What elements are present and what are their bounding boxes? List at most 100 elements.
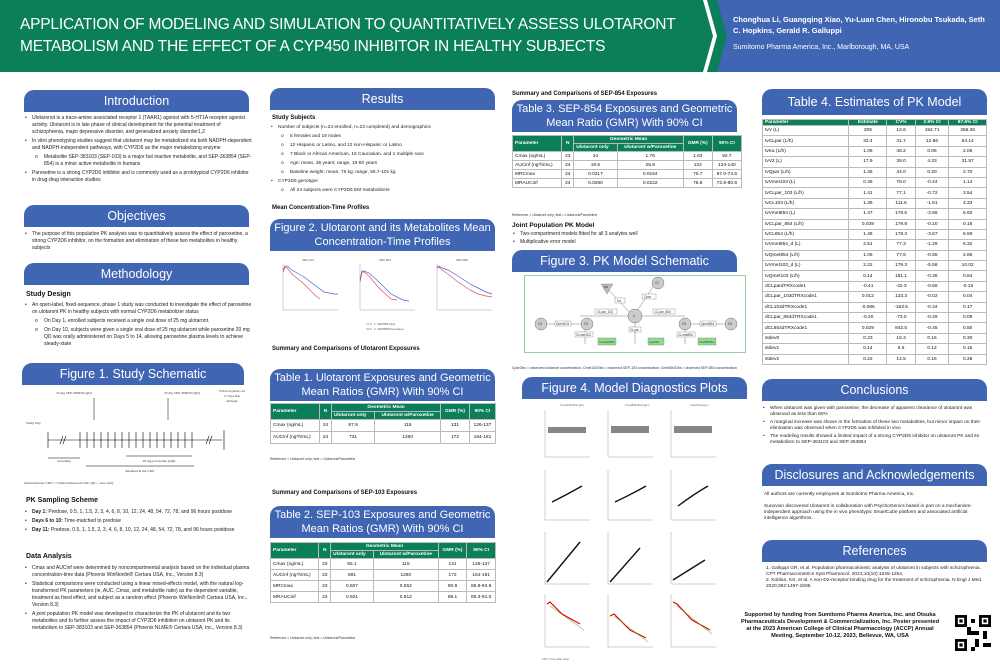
table-cell: 31.57 <box>948 156 987 168</box>
svg-text:1. SEP856 Only: 1. SEP856 Only <box>374 322 396 326</box>
study-subjects-heading: Study Subjects <box>272 115 316 121</box>
table-cell: 0.04 <box>948 291 987 303</box>
table-cell: 0.029 <box>848 322 888 334</box>
table-cell: stdev1 <box>761 343 850 355</box>
table-cell: 6.32 <box>948 239 987 251</box>
joint-model-heading: Joint Population PK Model <box>512 222 595 229</box>
svg-text:Resident in the CRU: Resident in the CRU <box>125 469 155 473</box>
table-cell: 1.06 <box>848 145 888 158</box>
table-cell: stdev0 <box>761 332 850 345</box>
intro-bullet: In vitro phenotyping studies suggest tha… <box>24 138 252 152</box>
svg-text:Screening: Screening <box>57 459 71 463</box>
table-cell: 206 <box>848 124 888 137</box>
svg-text:CLpar: CLpar <box>630 328 640 332</box>
study-subjects-body: Number of subjects (n=24 enrolled, n=23 … <box>270 124 500 196</box>
table-cell: 1.41 <box>848 187 888 199</box>
svg-text:Aa: Aa <box>604 285 608 289</box>
svg-text:C5: C5 <box>682 322 686 326</box>
table-cell: 0.14 <box>848 270 888 282</box>
table-cell: 181.1 <box>886 270 916 282</box>
table-cell: 6.62 <box>948 208 987 220</box>
table-cell: 2.22 <box>848 260 888 272</box>
disclosures-heading: Disclosures and Acknowledgements <box>762 464 987 486</box>
table-cell: dCLpar_103dTRXcode1 <box>761 291 850 303</box>
disclosure-text: All authors are currently employees at S… <box>764 492 915 497</box>
model-bullet: Multiplicative error model <box>512 239 742 245</box>
references-heading: References <box>762 540 987 562</box>
sampling-item: Day 1: Predose, 0.5, 1, 1.5, 2, 3, 4, 6,… <box>24 509 252 516</box>
svg-text:CLmet103: CLmet103 <box>576 333 591 337</box>
table-cell: -0.10 <box>914 218 950 230</box>
table-cell: -0.085 <box>848 301 888 314</box>
qr-code[interactable] <box>955 615 991 651</box>
results-heading: Results <box>270 88 495 110</box>
table-cell: -0.49 <box>914 312 950 324</box>
author-list: Chonghua Li, Guangqing Xiao, Yu-Luan Che… <box>733 15 985 35</box>
intro-bullet: Ulotaronot is a trace-amine associated r… <box>24 115 252 136</box>
table-cell: tvQmet854 (L/h) <box>761 249 850 262</box>
table-cell: tvCLpar_854 (L/h) <box>761 218 850 230</box>
table-cell: -1.61 <box>914 197 950 210</box>
subject-bullet: CYP2D6 genotype <box>270 178 500 185</box>
figure3-caption: CparObs = observed ulotaront concentrati… <box>512 366 737 370</box>
model-diagnostics-figure: Cmet103Obs(ng/L) Cmet854Obs(ng/L) CparOb… <box>540 402 730 662</box>
objectives-heading: Objectives <box>24 205 249 227</box>
table-cell: -0.66 <box>914 280 950 293</box>
table-cell: 4.33 <box>948 197 987 210</box>
svg-text:CparObs: CparObs <box>649 340 660 344</box>
table-cell: 17.9 <box>848 156 888 168</box>
table-cell: 178.6 <box>886 208 916 220</box>
svg-text:Cmet854Obs(ng/L): Cmet854Obs(ng/L) <box>625 403 649 407</box>
table-cell: 842.5 <box>886 322 916 334</box>
table-cell: 0.64 <box>948 270 987 282</box>
table-cell: 0.12 <box>914 343 950 355</box>
table-cell: 2.66 <box>948 249 987 262</box>
intro-bullet: Metabolite SEP-383103 (SEP-103) is a maj… <box>24 154 252 168</box>
svg-text:discharge: discharge <box>226 399 238 403</box>
svg-text:SEP-854: SEP-854 <box>379 258 391 262</box>
design-bullet: An open-label, fixed-sequence, phase 1 s… <box>24 302 252 316</box>
svg-text:C2: C2 <box>655 281 659 285</box>
subject-bullet: 5 females and 19 males <box>270 133 500 140</box>
table3-note: Reference = Ulotaront only; test = Ulota… <box>512 213 598 217</box>
acknowledgement-text: Sunovion discovered Ulotaront in collabo… <box>764 504 972 521</box>
table-cell: tvQpar (L/h) <box>761 166 850 178</box>
data-analysis-body: Cmax and AUCinf were determined by nonco… <box>24 565 252 634</box>
study-design-heading: Study Design <box>26 291 71 298</box>
introduction-body: Ulotaronot is a trace-amine associated r… <box>24 115 252 186</box>
table-row: dCLpardTRXcode1-0.41-32.3-0.66-0.15 <box>761 280 987 293</box>
table-cell: dCLpar_854dTRXcode1 <box>761 312 850 324</box>
table2-note: Reference = Ulotaront only; test = Ulota… <box>270 636 356 640</box>
table-cell: tvVmet854 (L) <box>761 208 850 220</box>
svg-text:C: C <box>633 314 636 318</box>
table-cell: -0.55 <box>914 249 950 262</box>
svg-text:SEP-103: SEP-103 <box>302 258 314 262</box>
table3-heading: Table 3. SEP-854 Exposures and Geometric… <box>512 100 737 132</box>
table-cell: tvQmet103 (L/h) <box>761 270 850 282</box>
analysis-bullet: Cmax and AUCinf were determined by nonco… <box>24 565 252 579</box>
figure4-heading: Figure 4. Model Diagnostics Plots <box>522 377 747 399</box>
table2-section-heading: Summary and Comparisons of SEP-103 Expos… <box>272 490 418 496</box>
methodology-heading: Methodology <box>24 263 249 285</box>
table-cell: 0.14 <box>848 343 888 355</box>
svg-text:5-7 days after: 5-7 days after <box>224 394 241 398</box>
table-cell: -73.0 <box>886 312 916 324</box>
table-cell: dCL103dTRXcode1 <box>761 301 850 314</box>
introduction-heading: Introduction <box>24 90 249 112</box>
table-cell: -0.15 <box>948 280 987 293</box>
figure1-heading: Figure 1. Study Schematic <box>22 363 244 385</box>
conclusions-heading: Conclusions <box>762 379 987 401</box>
svg-text:Cmet103Obs: Cmet103Obs <box>599 340 615 344</box>
svg-text:Abbreviations: CRU = Clinical: Abbreviations: CRU = Clinical Research U… <box>24 481 114 485</box>
table-cell: 0.30 <box>948 332 987 345</box>
svg-text:C6: C6 <box>728 322 732 326</box>
